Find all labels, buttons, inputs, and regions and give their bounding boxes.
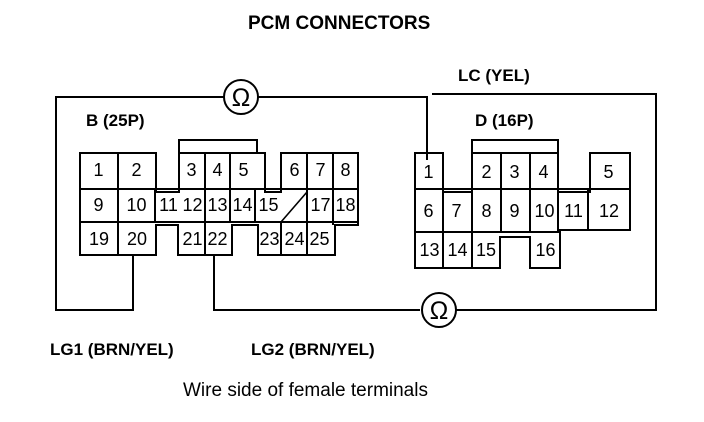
- pin-b-18: 18: [335, 195, 356, 215]
- caption: Wire side of female terminals: [183, 380, 428, 401]
- pin-b-17: 17: [310, 195, 331, 215]
- pin-b-6: 6: [289, 160, 300, 180]
- wire-lc-d: [432, 93, 657, 311]
- pin-b-1: 1: [93, 160, 104, 180]
- pin-d-14: 14: [447, 240, 468, 260]
- pin-b-12: 12: [182, 195, 203, 215]
- pin-b-20: 20: [126, 229, 148, 249]
- pin-d-5: 5: [603, 162, 614, 182]
- ohm-glyph-bottom: Ω: [430, 297, 449, 325]
- pin-d-9: 9: [509, 201, 520, 221]
- connector-d-lock-tab: [471, 139, 559, 153]
- wire-lg2: [213, 255, 420, 311]
- pin-d-13: 13: [419, 240, 440, 260]
- pin-b-3: 3: [186, 160, 197, 180]
- wire-label-lg2: LG2 (BRN/YEL): [251, 340, 375, 359]
- pin-b-5: 5: [238, 160, 249, 180]
- pin-d-12: 12: [598, 201, 620, 221]
- pin-b-21: 21: [182, 229, 203, 249]
- pin-d-15: 15: [475, 240, 497, 260]
- wire-b-top: [55, 96, 224, 311]
- ohm-meter-symbol-top: [223, 79, 259, 115]
- diagram-title: PCM CONNECTORS: [248, 13, 431, 34]
- connector-b-lock-tab: [178, 139, 258, 153]
- connector-b-label: B (25P): [86, 111, 145, 130]
- pin-b-2: 2: [131, 160, 142, 180]
- pin-d-8: 8: [481, 201, 492, 221]
- pin-d-1: 1: [423, 162, 434, 182]
- pin-b-15: 15: [258, 195, 279, 215]
- pin-b-8: 8: [340, 160, 351, 180]
- connector-b-outline: [79, 152, 359, 256]
- pin-d-10: 10: [534, 201, 555, 221]
- pin-b-10: 10: [126, 195, 147, 215]
- wire-label-lc: LC (YEL): [458, 66, 530, 85]
- pin-b-7: 7: [315, 160, 326, 180]
- connector-d-label: D (16P): [475, 111, 534, 130]
- pin-b-23: 23: [259, 229, 280, 249]
- wire-label-lg1: LG1 (BRN/YEL): [50, 340, 174, 359]
- pin-b-9: 9: [93, 195, 104, 215]
- pin-d-11: 11: [564, 201, 583, 221]
- wire-lc: [258, 96, 428, 160]
- pin-b-24: 24: [284, 229, 305, 249]
- pin-b-14: 14: [232, 195, 253, 215]
- connector-d-grid: [415, 153, 630, 268]
- pin-b-19: 19: [88, 229, 110, 249]
- pin-d-7: 7: [451, 201, 462, 221]
- pin-b-4: 4: [212, 160, 223, 180]
- pin-d-16: 16: [535, 240, 556, 260]
- pin-b-11: 11: [159, 195, 178, 215]
- ohm-meter-symbol-bottom: [421, 292, 457, 328]
- pin-d-2: 2: [481, 162, 492, 182]
- connector-b-grid: [80, 153, 358, 255]
- pin-16-slash: [280, 191, 308, 223]
- pin-d-4: 4: [538, 162, 549, 182]
- pin-b-13: 13: [207, 195, 228, 215]
- ohm-glyph-top: Ω: [232, 84, 251, 112]
- pin-d-3: 3: [509, 162, 520, 182]
- pin-d-6: 6: [423, 201, 434, 221]
- pin-b-22: 22: [207, 229, 228, 249]
- pin-b-25: 25: [309, 229, 330, 249]
